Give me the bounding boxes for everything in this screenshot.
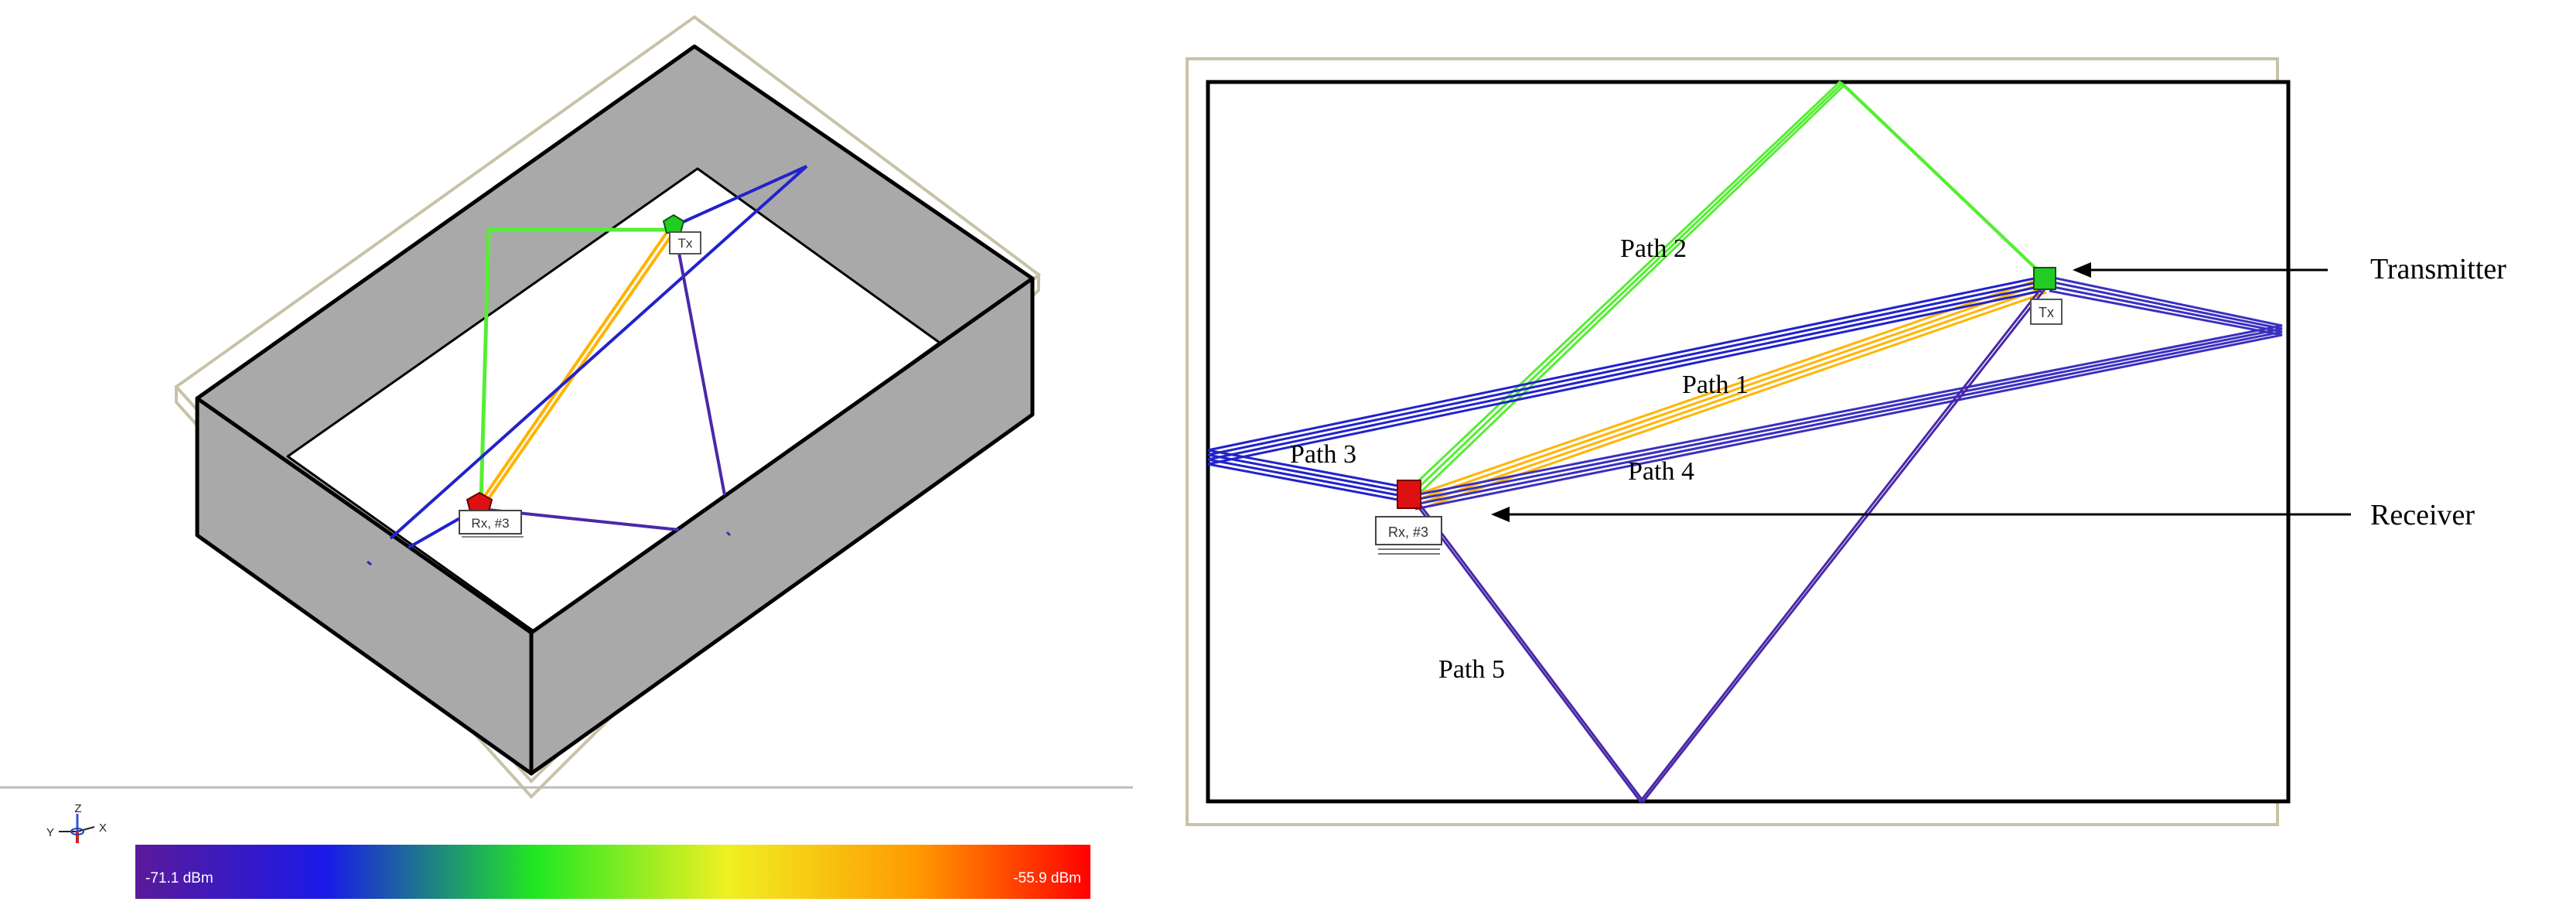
axis-label-x: X: [99, 821, 107, 835]
left-ray-stub-1: [725, 531, 732, 537]
left-ray-orange-2: [484, 227, 677, 504]
transmitter-callout: Transmitter: [2370, 253, 2506, 285]
rx-tag-box: [1375, 516, 1442, 545]
path-labels: Path 1 Path 2 Path 3 Path 4 Path 5: [1290, 234, 1749, 684]
left-receiver: Rx, #3: [459, 491, 524, 538]
rx-tag: Rx, #3: [471, 516, 509, 531]
axis-triad: Y Z X: [46, 802, 107, 843]
receiver-arrowhead-icon: [1491, 507, 1510, 522]
path-label-5: Path 5: [1438, 655, 1505, 684]
axis-label-y: Y: [46, 826, 54, 839]
left-ray-green: [479, 227, 673, 502]
transmitter-arrowhead-icon: [2073, 262, 2091, 278]
path5-rays: [1414, 287, 2046, 804]
rx-tag-box: [459, 510, 522, 535]
path3-rays: [1207, 275, 2042, 503]
tx-marker-icon: [2033, 267, 2056, 290]
left-ray-paths: [367, 165, 808, 566]
tx-tag-box: [2030, 299, 2063, 325]
left-ray-blue-1: [389, 165, 808, 540]
axis-label-z: Z: [74, 802, 81, 815]
tx-tag: Tx: [2039, 305, 2054, 320]
colorbar-gradient: [135, 845, 1090, 899]
colorbar-min-label: -71.1 dBm: [145, 870, 213, 886]
left-ray-stub-2: [367, 560, 372, 566]
path-label-3: Path 3: [1290, 440, 1356, 469]
rx-marker-icon: [1397, 480, 1421, 509]
path-label-1: Path 1: [1682, 371, 1749, 399]
scene-bounding-outline: [174, 15, 1042, 799]
signal-colorbar: -71.1 dBm -55.9 dBm: [135, 845, 1090, 899]
colorbar-max-label: -55.9 dBm: [1013, 870, 1081, 886]
path4-rays: [1414, 275, 2283, 511]
left-3d-view: Tx Rx, #3 Y Z X -71.1 dBm -55.9 dBm: [0, 15, 1133, 899]
right-top-view: Tx Rx, #3 Path 1 Path 2 Path 3 Path 4 Pa…: [1186, 57, 2506, 826]
tx-tag: Tx: [678, 236, 693, 251]
left-transmitter: Tx: [662, 213, 701, 254]
path-label-4: Path 4: [1628, 457, 1694, 486]
receiver-callout: Receiver: [2370, 499, 2475, 531]
left-ray-purple-1: [673, 227, 726, 496]
right-receiver: Rx, #3: [1375, 480, 1442, 555]
tx-tag-box: [669, 231, 701, 254]
path2-rays: [1404, 80, 2050, 499]
left-ray-orange-1: [479, 224, 673, 503]
path-label-2: Path 2: [1620, 234, 1687, 263]
room-walls: [195, 44, 1035, 776]
callouts: Transmitter Receiver: [1491, 253, 2506, 531]
right-ray-paths: [1207, 80, 2283, 804]
rx-tag: Rx, #3: [1388, 524, 1428, 540]
right-transmitter: Tx: [2030, 267, 2063, 325]
